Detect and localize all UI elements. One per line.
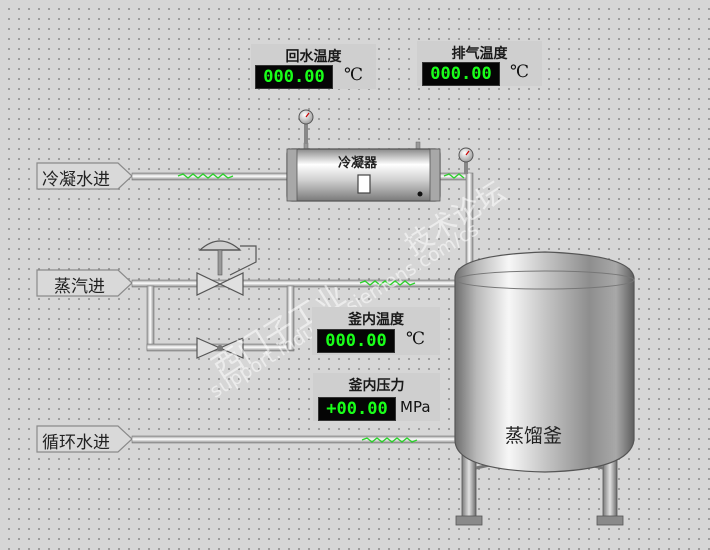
cooling-water-pipe [131, 172, 288, 181]
exhaust-temp-unit: ℃ [510, 62, 530, 82]
condenser [286, 141, 441, 202]
input-tag-cooling-water [36, 162, 133, 190]
bypass-valve[interactable] [196, 337, 244, 359]
tank-pressure-title: 釜内压力 [348, 378, 405, 394]
tank-pressure-value: +00.00 [318, 397, 396, 421]
tank-temp-value: 000.00 [317, 329, 395, 353]
input-tag-circulating-water [36, 425, 133, 453]
condenser-pressure-gauge [298, 109, 314, 144]
tank-temp-panel: 釜内温度 000.00 ℃ [312, 307, 440, 355]
tank-pressure-unit: MPa [400, 398, 431, 416]
tank-temp-unit: ℃ [406, 329, 426, 349]
steam-control-valve[interactable] [196, 240, 257, 296]
tank-label: 蒸馏釜 [505, 425, 563, 447]
input-tag-steam [36, 269, 133, 297]
return-water-temp-panel: 回水温度 000.00 ℃ [251, 44, 376, 89]
exhaust-temp-value: 000.00 [422, 62, 500, 86]
exhaust-temp-title: 排气温度 [451, 46, 508, 62]
circulating-water-pipe [131, 435, 458, 444]
cooling-water-in-label: 冷凝水进 [42, 170, 110, 190]
condenser-label: 冷凝器 [338, 156, 378, 171]
return-water-temp-value: 000.00 [255, 65, 333, 89]
return-water-temp-unit: ℃ [344, 65, 364, 85]
distillation-tank [454, 251, 635, 473]
circulating-water-in-label: 循环水进 [42, 433, 110, 453]
steam-in-label: 蒸汽进 [54, 277, 105, 297]
tank-temp-title: 釜内温度 [348, 312, 404, 328]
return-water-temp-title: 回水温度 [285, 49, 342, 65]
outlet-pressure-gauge [458, 147, 474, 174]
tank-pressure-panel: 釜内压力 +00.00 MPa [313, 373, 440, 421]
exhaust-temp-panel: 排气温度 000.00 ℃ [417, 41, 542, 86]
